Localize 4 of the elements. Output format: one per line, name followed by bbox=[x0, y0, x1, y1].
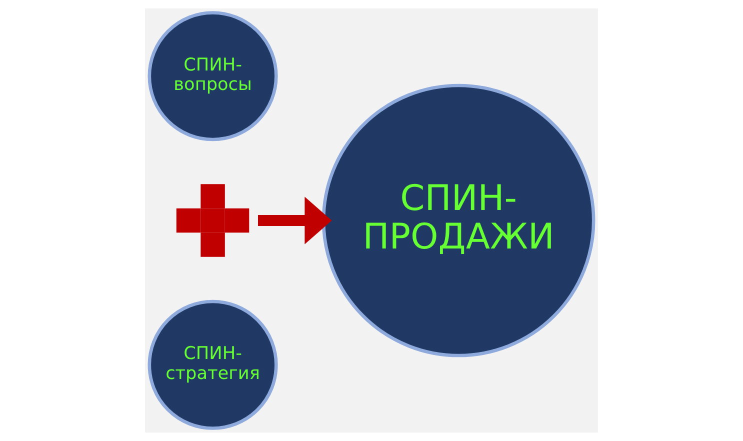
node-circle: СПИН- ПРОДАЖИ bbox=[322, 84, 596, 358]
node-circle: СПИН- вопросы bbox=[148, 11, 278, 142]
node-circle: СПИН- стратегия bbox=[148, 300, 278, 430]
arrow bbox=[258, 196, 332, 244]
